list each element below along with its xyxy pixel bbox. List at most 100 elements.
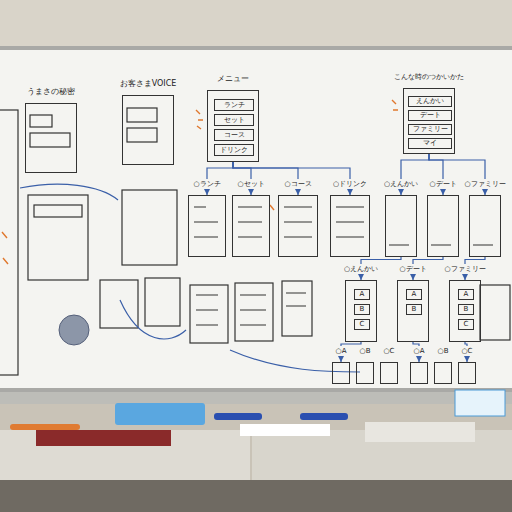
item-box: デート xyxy=(408,110,452,121)
page-box: ○A xyxy=(332,362,350,384)
empty-page xyxy=(190,285,228,343)
item-box: B xyxy=(458,304,474,315)
page-title: ○ドリンク xyxy=(332,179,368,189)
item-box: ファミリー xyxy=(408,124,452,135)
item-label: C xyxy=(360,321,365,328)
blue-curve xyxy=(20,184,118,200)
page-title: ○ファミリー xyxy=(463,179,506,189)
item-label: コース xyxy=(224,132,245,139)
page-box: ○ランチ xyxy=(188,195,226,257)
page-box: お客さまVOICE xyxy=(122,95,174,165)
item-box: A xyxy=(406,289,422,300)
item-label: マイ xyxy=(423,140,437,147)
room xyxy=(0,395,512,512)
book xyxy=(36,430,171,446)
item-box: A xyxy=(458,289,474,300)
eraser xyxy=(115,403,205,425)
item-label: B xyxy=(464,306,469,313)
page-box: ○デート xyxy=(427,195,459,257)
page-box: ○コース xyxy=(278,195,318,257)
cut-page xyxy=(0,110,18,375)
page-title: ○A xyxy=(335,346,348,356)
item-label: A xyxy=(464,291,469,298)
item-box: C xyxy=(354,319,370,330)
item-box: マイ xyxy=(408,138,452,149)
page-box: ○B xyxy=(434,362,452,384)
item-label: C xyxy=(464,321,469,328)
orange-mark xyxy=(270,205,274,210)
item-box: B xyxy=(406,304,422,315)
orange-mark xyxy=(196,110,203,129)
box xyxy=(455,390,505,416)
page-title: ○C xyxy=(461,346,474,356)
magnet xyxy=(59,315,89,345)
item-box: B xyxy=(354,304,370,315)
page-title: こんな時のつかいかた xyxy=(393,72,465,82)
page-title: ○デート xyxy=(398,264,427,274)
item-box: えんかい xyxy=(408,96,452,107)
item-box: ドリンク xyxy=(214,144,254,156)
page-box: ○A xyxy=(410,362,428,384)
item-box: A xyxy=(354,289,370,300)
page-title: メニュー xyxy=(216,74,250,84)
page-box: ○ファミリー xyxy=(469,195,501,257)
page-title: ○コース xyxy=(283,179,312,189)
item-label: デート xyxy=(420,112,441,119)
orange-mark xyxy=(392,100,398,110)
item-box: ランチ xyxy=(214,99,254,111)
item-label: B xyxy=(360,306,365,313)
page-box: メニューランチセットコースドリンク xyxy=(207,90,259,162)
page-box: ○C xyxy=(380,362,398,384)
page-title: ○ファミリー xyxy=(443,264,486,274)
sketch xyxy=(30,133,70,147)
page-box: ○B xyxy=(356,362,374,384)
page-title: お客さまVOICE xyxy=(119,79,178,89)
marker xyxy=(300,413,348,420)
marker xyxy=(10,424,80,430)
item-box: C xyxy=(458,319,474,330)
sketch xyxy=(194,207,493,245)
item-label: えんかい xyxy=(416,98,444,105)
page-title: ○C xyxy=(383,346,396,356)
page-box: ○ドリンク xyxy=(330,195,370,257)
item-box: セット xyxy=(214,114,254,126)
page-title: ○ランチ xyxy=(192,179,221,189)
page-title: ○B xyxy=(437,346,450,356)
papers xyxy=(365,422,475,442)
page-box: ○えんかい xyxy=(385,195,417,257)
sketch xyxy=(127,128,157,142)
page-title: ○デート xyxy=(428,179,457,189)
orange-marks xyxy=(2,100,398,264)
item-label: ランチ xyxy=(224,102,245,109)
page-title: ○セット xyxy=(236,179,265,189)
page-title: ○A xyxy=(413,346,426,356)
floor xyxy=(0,480,512,512)
marker xyxy=(214,413,262,420)
item-label: ドリンク xyxy=(220,147,248,154)
empty-page xyxy=(122,190,177,265)
page-title: うまさの秘密 xyxy=(26,87,76,97)
page-title: ○B xyxy=(359,346,372,356)
empty-page xyxy=(28,195,88,280)
empty-page xyxy=(282,281,312,336)
page-box: ○セット xyxy=(232,195,270,257)
item-box: コース xyxy=(214,129,254,141)
page-title: ○えんかい xyxy=(343,264,379,274)
page-box: こんな時のつかいかたえんかいデートファミリーマイ xyxy=(403,88,455,154)
page-box: うまさの秘密 xyxy=(25,103,77,173)
page-title: ○えんかい xyxy=(383,179,419,189)
sketch xyxy=(34,205,82,217)
sketch xyxy=(30,115,52,127)
tray xyxy=(0,392,512,404)
page-box: ○デートAB xyxy=(397,280,429,342)
item-label: A xyxy=(360,291,365,298)
item-label: B xyxy=(412,306,417,313)
empty-page xyxy=(145,278,180,326)
board xyxy=(0,50,512,388)
wall xyxy=(0,0,512,48)
blue-curves xyxy=(20,184,360,372)
item-label: A xyxy=(412,291,417,298)
item-label: セット xyxy=(224,117,245,124)
blue-curve xyxy=(120,300,186,339)
